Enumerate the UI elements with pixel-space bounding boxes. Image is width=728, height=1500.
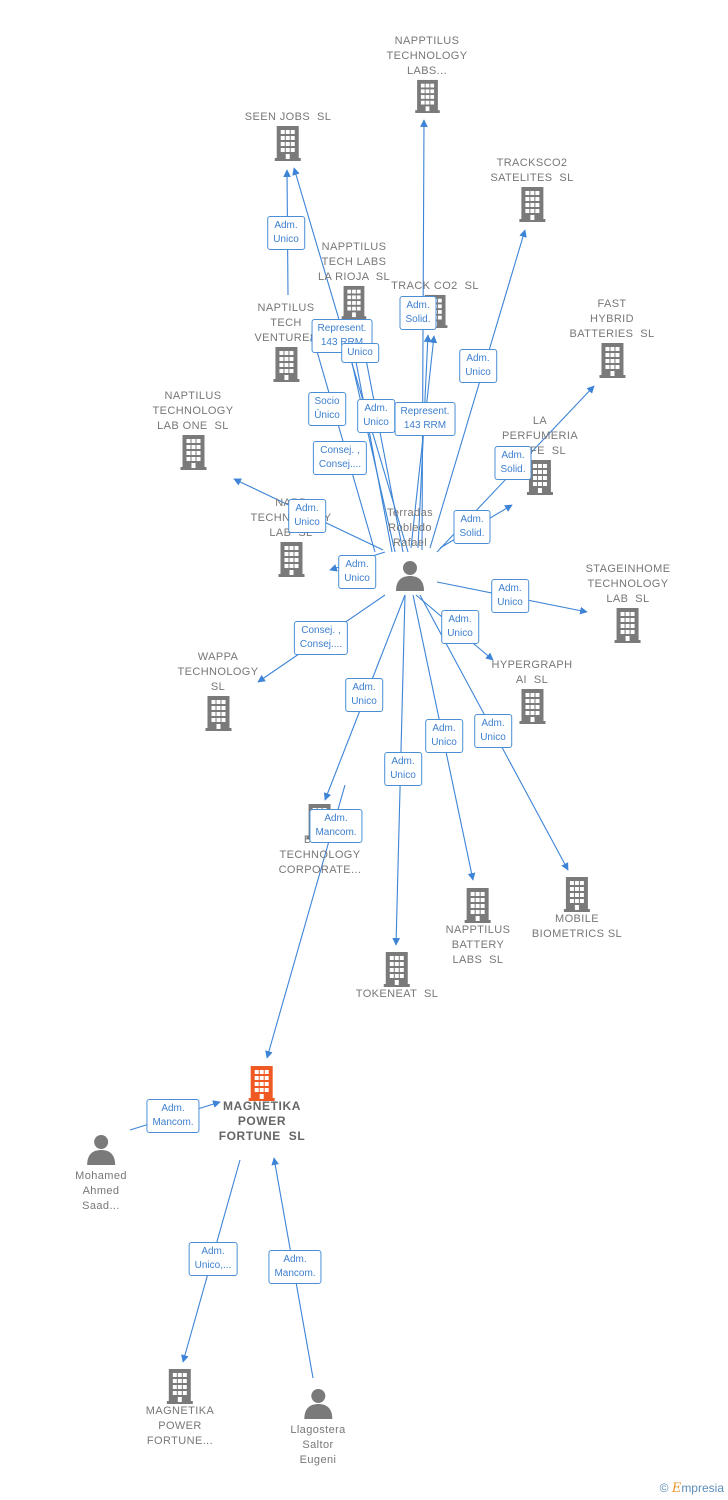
role-badge[interactable]: Adm. Mancom. bbox=[309, 809, 363, 843]
role-badge[interactable]: Adm. Unico bbox=[425, 719, 463, 753]
company-label: TOKENEAT SL bbox=[355, 988, 439, 1000]
person-icon bbox=[302, 1387, 334, 1419]
role-badge[interactable]: Represent. 143 RRM bbox=[394, 402, 456, 436]
brand-text: mpresia bbox=[681, 1481, 724, 1495]
company-naptilus-technology-lab-one[interactable]: NAPTILUS TECHNOLOGY LAB ONE SL bbox=[152, 389, 233, 470]
building-icon bbox=[412, 79, 442, 113]
relationship-edge bbox=[342, 331, 396, 553]
role-badge[interactable]: Socio Único bbox=[308, 392, 346, 426]
person-icon bbox=[85, 1133, 117, 1165]
role-badge[interactable]: Adm. Solid. bbox=[494, 446, 532, 480]
role-badge[interactable]: Adm. Mancom. bbox=[268, 1250, 322, 1284]
role-badge[interactable]: Unico bbox=[341, 343, 379, 363]
building-icon bbox=[382, 951, 412, 987]
building-icon bbox=[613, 607, 643, 643]
role-badge[interactable]: Consej. , Consej.... bbox=[312, 441, 368, 475]
role-badge[interactable]: Adm. Unico bbox=[459, 349, 497, 383]
role-badge[interactable]: Adm. Unico bbox=[288, 499, 326, 533]
role-badge[interactable]: Adm. Unico bbox=[267, 216, 305, 250]
company-label: SEEN JOBS SL bbox=[244, 111, 332, 123]
person-label: Mohamed Ahmed Saad... bbox=[75, 1170, 127, 1212]
building-icon bbox=[597, 342, 627, 378]
company-label: TRACKSCO2 SATELITES SL bbox=[490, 157, 574, 184]
building-icon bbox=[339, 285, 369, 319]
company-tokeneat[interactable]: TOKENEAT SL bbox=[356, 951, 438, 1002]
person-icon bbox=[394, 559, 426, 591]
building-icon bbox=[178, 434, 208, 470]
company-mobile-biometrics[interactable]: MOBILE BIOMETRICS SL bbox=[532, 876, 622, 942]
role-badge[interactable]: Adm. Unico bbox=[384, 752, 422, 786]
company-label: HYPERGRAPH AI SL bbox=[491, 659, 573, 686]
role-badge[interactable]: Adm. Unico bbox=[491, 579, 529, 613]
company-label: NAPTILUS TECHNOLOGY LAB ONE SL bbox=[152, 390, 234, 432]
building-icon bbox=[203, 695, 233, 731]
company-label: NAPPTILUS TECH LABS LA RIOJA SL bbox=[317, 241, 391, 283]
role-badge[interactable]: Adm. Unico bbox=[441, 610, 479, 644]
company-hypergraph-ai[interactable]: HYPERGRAPH AI SL bbox=[491, 658, 572, 724]
company-napptilus-battery-labs[interactable]: NAPPTILUS BATTERY LABS SL bbox=[446, 887, 511, 968]
person-mohamed-ahmed-saad[interactable]: Mohamed Ahmed Saad... bbox=[75, 1133, 127, 1214]
company-label: FAST HYBRID BATTERIES SL bbox=[569, 298, 655, 340]
person-terradas-robledo-rafael[interactable]: Terradas Robledo Rafael bbox=[387, 506, 433, 591]
empresia-logo: © Empresia bbox=[660, 1481, 724, 1496]
company-naptilus-tech-ventures[interactable]: NAPTILUS TECH VENTURES bbox=[254, 301, 317, 382]
role-badge[interactable]: Adm. Solid. bbox=[399, 296, 437, 330]
company-label: MOBILE BIOMETRICS SL bbox=[531, 913, 623, 940]
building-icon bbox=[271, 346, 301, 382]
company-magnetika-power-fortune-2[interactable]: MAGNETIKA POWER FORTUNE... bbox=[146, 1368, 214, 1449]
company-label: MAGNETIKA POWER FORTUNE SL bbox=[218, 1099, 306, 1143]
company-label: WAPPA TECHNOLOGY SL bbox=[177, 651, 259, 693]
role-badge[interactable]: Adm. Mancom. bbox=[146, 1099, 200, 1133]
role-badge[interactable]: Adm. Unico bbox=[474, 714, 512, 748]
company-seen-jobs[interactable]: SEEN JOBS SL bbox=[245, 110, 332, 161]
person-label: Terradas Robledo Rafael bbox=[387, 507, 433, 549]
company-track-co2[interactable]: TRACK CO2 SL bbox=[391, 279, 479, 328]
role-badge[interactable]: Adm. Solid. bbox=[453, 510, 491, 544]
role-badge[interactable]: Adm. Unico bbox=[357, 399, 395, 433]
building-icon bbox=[276, 541, 306, 577]
company-stageinhome-technology-lab[interactable]: STAGEINHOME TECHNOLOGY LAB SL bbox=[586, 562, 671, 643]
company-fast-hybrid-batteries[interactable]: FAST HYBRID BATTERIES SL bbox=[569, 297, 654, 378]
company-label: NAPPTILUS BATTERY LABS SL bbox=[445, 924, 511, 966]
company-label: STAGEINHOME TECHNOLOGY LAB SL bbox=[585, 563, 671, 605]
role-badge[interactable]: Consej. , Consej.... bbox=[293, 621, 349, 655]
building-icon bbox=[517, 688, 547, 724]
role-badge[interactable]: Adm. Unico,... bbox=[188, 1242, 238, 1276]
brand-initial: E bbox=[671, 1481, 682, 1496]
copyright-symbol: © bbox=[659, 1481, 669, 1495]
company-napptilus-technology-labs[interactable]: NAPPTILUS TECHNOLOGY LABS... bbox=[386, 34, 467, 113]
person-llagostera-saltor-eugeni[interactable]: Llagostera Saltor Eugeni bbox=[290, 1387, 345, 1468]
building-icon bbox=[165, 1368, 195, 1404]
relationship-edge bbox=[417, 334, 432, 549]
building-icon-highlighted bbox=[247, 1065, 277, 1101]
relationship-edge bbox=[347, 329, 393, 553]
relationship-edge bbox=[357, 327, 404, 553]
role-badge[interactable]: Adm. Unico bbox=[338, 555, 376, 589]
building-icon bbox=[463, 887, 493, 923]
role-badge[interactable]: Adm. Unico bbox=[345, 678, 383, 712]
company-label: NAPTILUS TECH VENTURES bbox=[254, 302, 318, 344]
company-label: TRACK CO2 SL bbox=[391, 280, 479, 292]
relationship-edge bbox=[420, 119, 428, 551]
company-tracksco2-satelites[interactable]: TRACKSCO2 SATELITES SL bbox=[490, 156, 573, 222]
company-label: MAGNETIKA POWER FORTUNE... bbox=[145, 1405, 215, 1447]
company-wappa-technology[interactable]: WAPPA TECHNOLOGY SL bbox=[177, 650, 258, 731]
building-icon bbox=[562, 876, 592, 912]
company-label: NAPPTILUS TECHNOLOGY LABS... bbox=[386, 35, 468, 77]
relationship-edge bbox=[429, 229, 527, 549]
company-napptilus-tech-labs-la-rioja[interactable]: NAPPTILUS TECH LABS LA RIOJA SL bbox=[318, 240, 390, 319]
building-icon bbox=[273, 125, 303, 161]
company-magnetika-power-fortune[interactable]: MAGNETIKA POWER FORTUNE SL bbox=[219, 1065, 306, 1144]
person-label: Llagostera Saltor Eugeni bbox=[290, 1424, 346, 1466]
building-icon bbox=[517, 186, 547, 222]
